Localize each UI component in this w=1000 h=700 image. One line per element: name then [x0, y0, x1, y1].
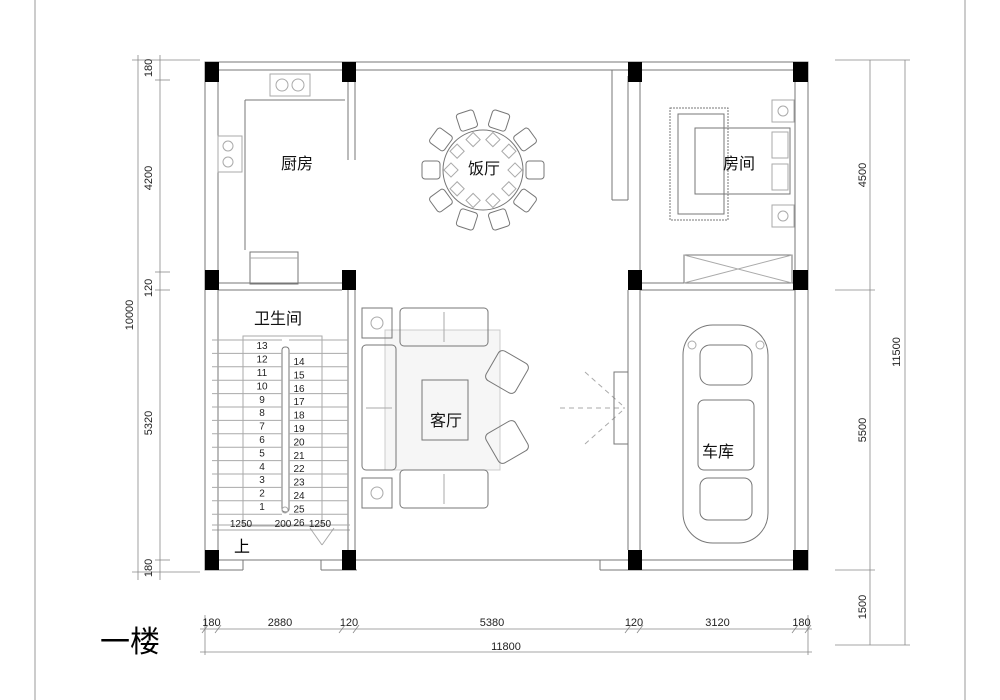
kitchen-sink-icon	[269, 73, 311, 97]
staircase: 1234567891011121314151617181920212223242…	[212, 335, 350, 546]
dim-right-total: 11500	[891, 337, 903, 367]
dim-bottom-segment: 180	[202, 617, 220, 629]
dim-bottom-segment: 5380	[480, 617, 504, 629]
stair-step-number: 22	[293, 464, 305, 475]
stair-step-number: 17	[293, 397, 305, 408]
dim-bottom-segment: 3120	[705, 617, 729, 629]
stair-step-number: 3	[259, 475, 265, 486]
stair-step-number: 24	[293, 491, 305, 502]
dim-bottom-segment: 180	[792, 617, 810, 629]
stair-step-number: 2	[259, 489, 265, 500]
room-label-dining: 饭厅	[468, 160, 500, 178]
stair-step-number: 19	[293, 424, 305, 435]
stair-step-number: 21	[293, 451, 305, 462]
stair-step-number: 16	[293, 384, 305, 395]
dim-bottom-segment: 120	[340, 617, 358, 629]
sofa-set-icon	[361, 307, 529, 509]
stair-step-number: 23	[293, 478, 305, 489]
dimension-lines	[132, 55, 910, 655]
dim-left-top-wall: 180	[143, 59, 155, 77]
dim-left-total: 10000	[124, 300, 136, 331]
room-label-kitchen: 厨房	[281, 155, 313, 173]
dim-left-stair: 5320	[143, 411, 155, 435]
dining-table-icon	[421, 109, 545, 231]
entrance-door-icon	[560, 371, 629, 445]
bed-icon	[669, 99, 795, 228]
stair-step-number: 15	[293, 370, 305, 381]
dim-left-kitchen: 4200	[143, 166, 155, 190]
room-label-bedroom: 房间	[723, 155, 755, 173]
dim-right-front: 1500	[857, 595, 869, 619]
stair-step-number: 12	[256, 355, 268, 366]
stair-step-number: 20	[293, 437, 305, 448]
dim-right-bedroom: 4500	[857, 163, 869, 187]
room-label-living: 客厅	[430, 412, 462, 430]
structural-columns	[205, 62, 808, 570]
stair-step-number: 11	[257, 368, 268, 379]
stair-step-number: 5	[259, 448, 265, 459]
stair-step-number: 1	[259, 502, 265, 513]
stair-width-left: 1250	[230, 519, 253, 530]
dim-right-garage: 5500	[857, 418, 869, 442]
stair-step-number: 25	[293, 504, 305, 515]
room-label-bathroom: 卫生间	[254, 310, 302, 328]
wardrobe-icon	[683, 254, 793, 284]
stair-step-number: 8	[259, 408, 265, 419]
dim-bottom-segment: 120	[625, 617, 643, 629]
stair-step-number: 4	[259, 462, 265, 473]
washing-machine-icon	[249, 251, 299, 285]
dim-left-wall: 120	[143, 279, 155, 297]
stair-width-middle: 200	[275, 519, 292, 530]
stair-width-right: 1250	[309, 519, 332, 530]
room-label-garage: 车库	[702, 443, 734, 461]
car-icon	[682, 324, 769, 544]
sheet-frame	[34, 0, 966, 700]
dim-left-bottom-wall: 180	[143, 559, 155, 577]
dim-bottom-total: 11800	[491, 641, 521, 653]
stair-step-number: 7	[259, 422, 265, 433]
stair-step-number: 6	[259, 435, 265, 446]
stair-up-label: 上	[234, 538, 250, 556]
stove-icon	[217, 135, 243, 173]
dim-bottom-segment: 2880	[268, 617, 292, 629]
stair-step-number: 13	[256, 341, 268, 352]
stair-step-number: 18	[293, 411, 305, 422]
stair-step-number: 26	[293, 518, 305, 529]
stair-step-number: 14	[293, 357, 305, 368]
floor-title: 一楼	[100, 626, 160, 659]
stair-step-number: 10	[256, 381, 268, 392]
stair-step-number: 9	[259, 395, 265, 406]
